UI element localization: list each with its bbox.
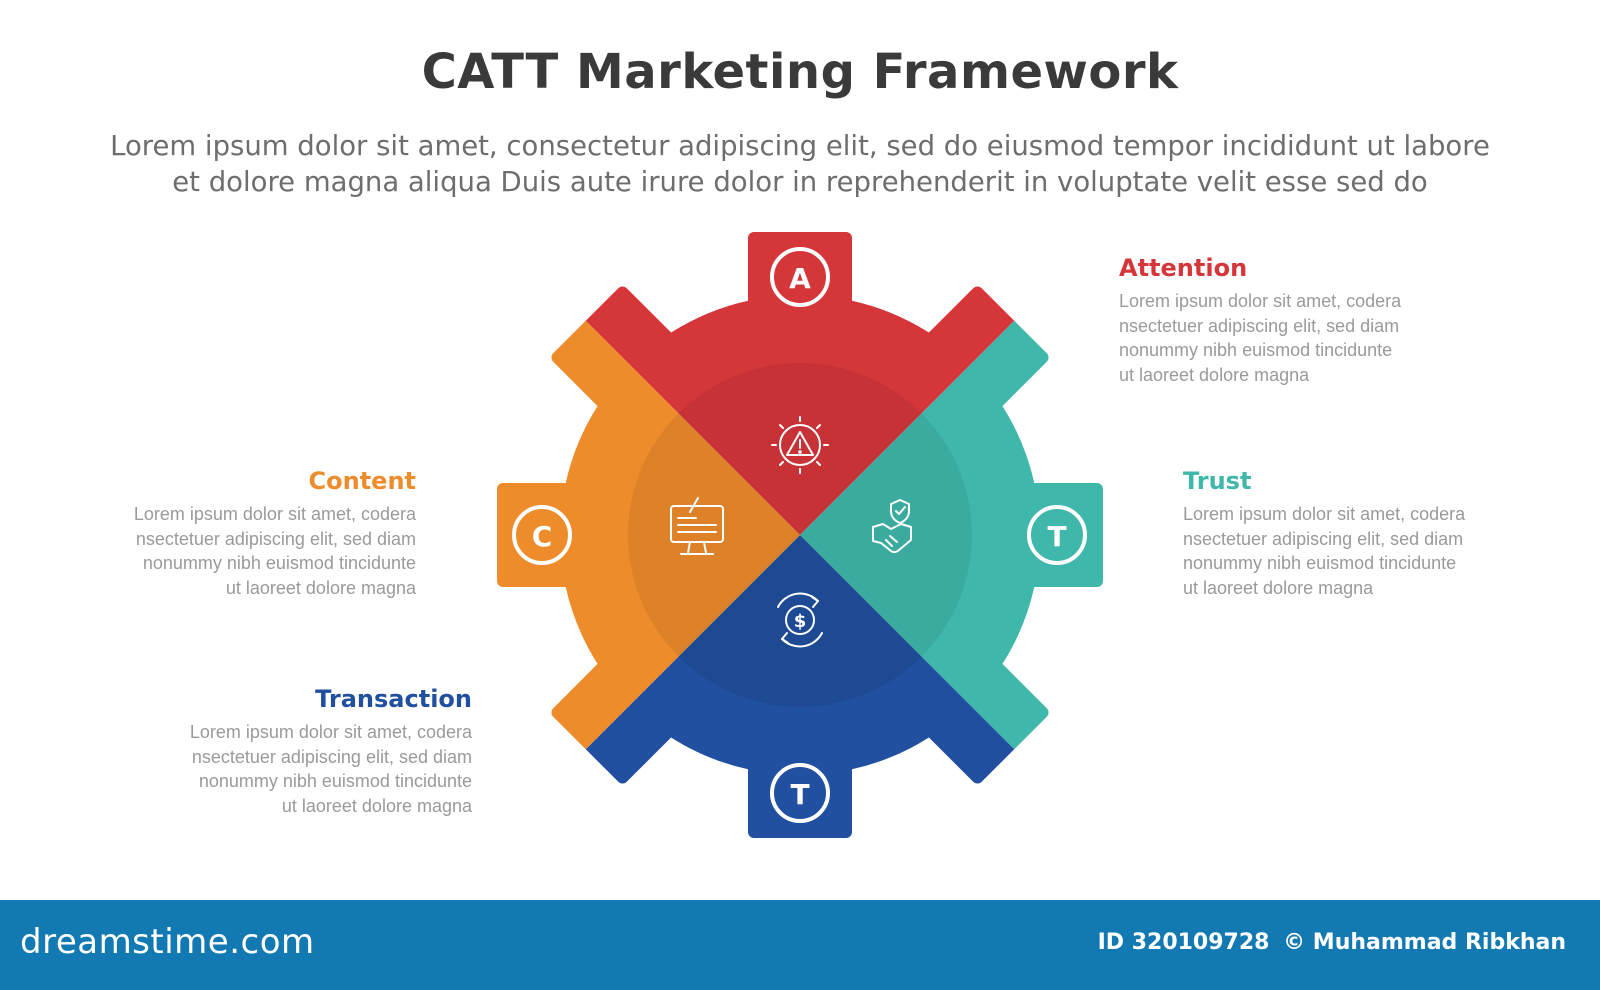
desc-content: Lorem ipsum dolor sit amet, codera nsect… — [96, 502, 416, 600]
image-credit: ID 320109728 © Muhammad Ribkhan — [1098, 930, 1572, 955]
text-block-content: Content Lorem ipsum dolor sit amet, code… — [96, 466, 416, 600]
author-name: © Muhammad Ribkhan — [1283, 930, 1566, 955]
desc-transaction: Lorem ipsum dolor sit amet, codera nsect… — [152, 720, 472, 818]
computer-icon — [670, 497, 724, 555]
label-attention: Attention — [1119, 254, 1248, 282]
badge-letter: T — [790, 778, 809, 811]
desc-line: Lorem ipsum dolor sit amet, codera — [189, 722, 472, 742]
desc-line: nonummy nibh euismod tincidunte — [1183, 553, 1457, 573]
subtitle-line: Lorem ipsum dolor sit amet, consectetur … — [110, 130, 1490, 162]
text-block-transaction: Transaction Lorem ipsum dolor sit amet, … — [152, 684, 472, 818]
badge-transaction: T — [770, 763, 830, 823]
handshake-icon — [872, 499, 912, 554]
desc-line: ut laoreet dolore magna — [281, 795, 472, 816]
badge-trust: T — [1027, 505, 1087, 565]
desc-line: Lorem ipsum dolor sit amet, codera — [133, 504, 416, 524]
catt-gear-diagram: A C T T — [497, 232, 1103, 838]
label-trust: Trust — [1183, 467, 1252, 495]
subtitle-line: et dolore magna aliqua Duis aute irure d… — [172, 166, 1428, 198]
desc-line: nsectetuer adipiscing elit, sed diam — [1183, 528, 1464, 549]
footer-bar: dreamstime.com ID 320109728 © Muhammad R… — [0, 900, 1600, 990]
label-content: Content — [308, 467, 417, 495]
brand-logo: dreamstime.com — [20, 922, 315, 962]
desc-line: Lorem ipsum dolor sit amet, codera — [1183, 504, 1466, 524]
text-block-attention: Attention Lorem ipsum dolor sit amet, co… — [1119, 253, 1439, 387]
svg-text:$: $ — [794, 611, 807, 632]
page-subtitle: Lorem ipsum dolor sit amet, consectetur … — [60, 128, 1540, 200]
desc-trust: Lorem ipsum dolor sit amet, codera nsect… — [1183, 502, 1503, 600]
desc-line: nonummy nibh euismod tincidunte — [1119, 340, 1393, 360]
desc-line: ut laoreet dolore magna — [1183, 577, 1374, 598]
desc-line: Lorem ipsum dolor sit amet, codera — [1119, 291, 1402, 311]
text-block-trust: Trust Lorem ipsum dolor sit amet, codera… — [1183, 466, 1503, 600]
inner-ring — [628, 363, 972, 707]
badge-attention: A — [770, 247, 830, 307]
page-title: CATT Marketing Framework — [421, 44, 1179, 100]
desc-line: ut laoreet dolore magna — [1119, 364, 1310, 385]
desc-line: nonummy nibh euismod tincidunte — [198, 771, 472, 791]
dollar-cycle-icon: $ — [777, 592, 823, 648]
desc-line: ut laoreet dolore magna — [225, 577, 416, 598]
warning-icon — [771, 416, 829, 474]
badge-letter: A — [789, 262, 811, 295]
desc-line: nonummy nibh euismod tincidunte — [142, 553, 416, 573]
label-transaction: Transaction — [315, 685, 472, 713]
desc-line: nsectetuer adipiscing elit, sed diam — [135, 528, 416, 549]
desc-attention: Lorem ipsum dolor sit amet, codera nsect… — [1119, 289, 1439, 387]
desc-line: nsectetuer adipiscing elit, sed diam — [191, 746, 472, 767]
badge-content: C — [512, 505, 572, 565]
badge-letter: T — [1047, 520, 1066, 553]
badge-letter: C — [532, 520, 553, 553]
desc-line: nsectetuer adipiscing elit, sed diam — [1119, 315, 1400, 336]
image-id: ID 320109728 — [1097, 930, 1270, 955]
